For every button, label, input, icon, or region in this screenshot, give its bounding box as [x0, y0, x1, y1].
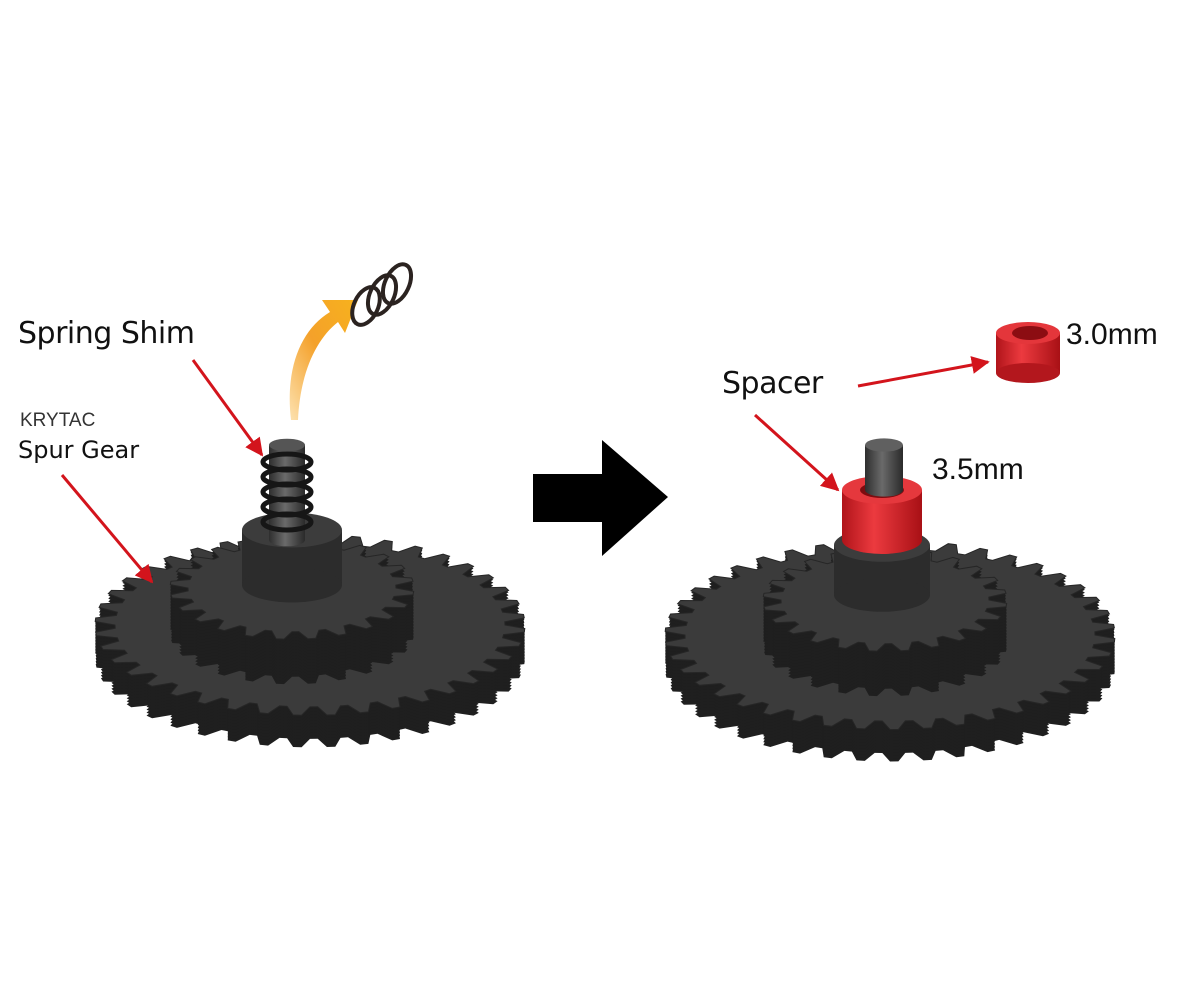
gear-shaft-top [269, 438, 305, 452]
spur-gear-callout-arrow [60, 474, 154, 584]
gear-shaft [865, 445, 903, 490]
installed-spring-coil [260, 511, 314, 533]
gear-brand-label: KRYTAC [20, 410, 96, 431]
spacer-installed-callout-arrow [753, 413, 840, 492]
gear-hub-base [242, 567, 342, 603]
krytac-spur-gear-with-spring [94, 438, 526, 748]
transition-arrow-icon [533, 440, 668, 556]
loose-spacer-size: 3.0mm [1066, 318, 1158, 351]
spacer-label: Spacer [722, 366, 823, 401]
spacer-loose-callout-arrow [857, 356, 990, 388]
spur-gear-with-spacer [664, 438, 1116, 762]
spring-shim-label: Spring Shim [18, 316, 195, 351]
spur-gear-label: Spur Gear [18, 436, 140, 464]
gear-shaft-base [865, 483, 903, 497]
spring-shim-icon [350, 262, 414, 327]
gear-hub-base [834, 578, 930, 612]
spring-shim-callout-arrow [191, 359, 264, 457]
installed-spacer-base [842, 526, 922, 554]
gear-shaft [269, 445, 305, 540]
gear-shaft-base [269, 533, 305, 547]
installed-spacer-size: 3.5mm [932, 453, 1024, 486]
loose-spacer-icon [996, 322, 1060, 383]
gear-shaft-top [865, 438, 903, 452]
remove-arrow-icon [289, 300, 358, 420]
